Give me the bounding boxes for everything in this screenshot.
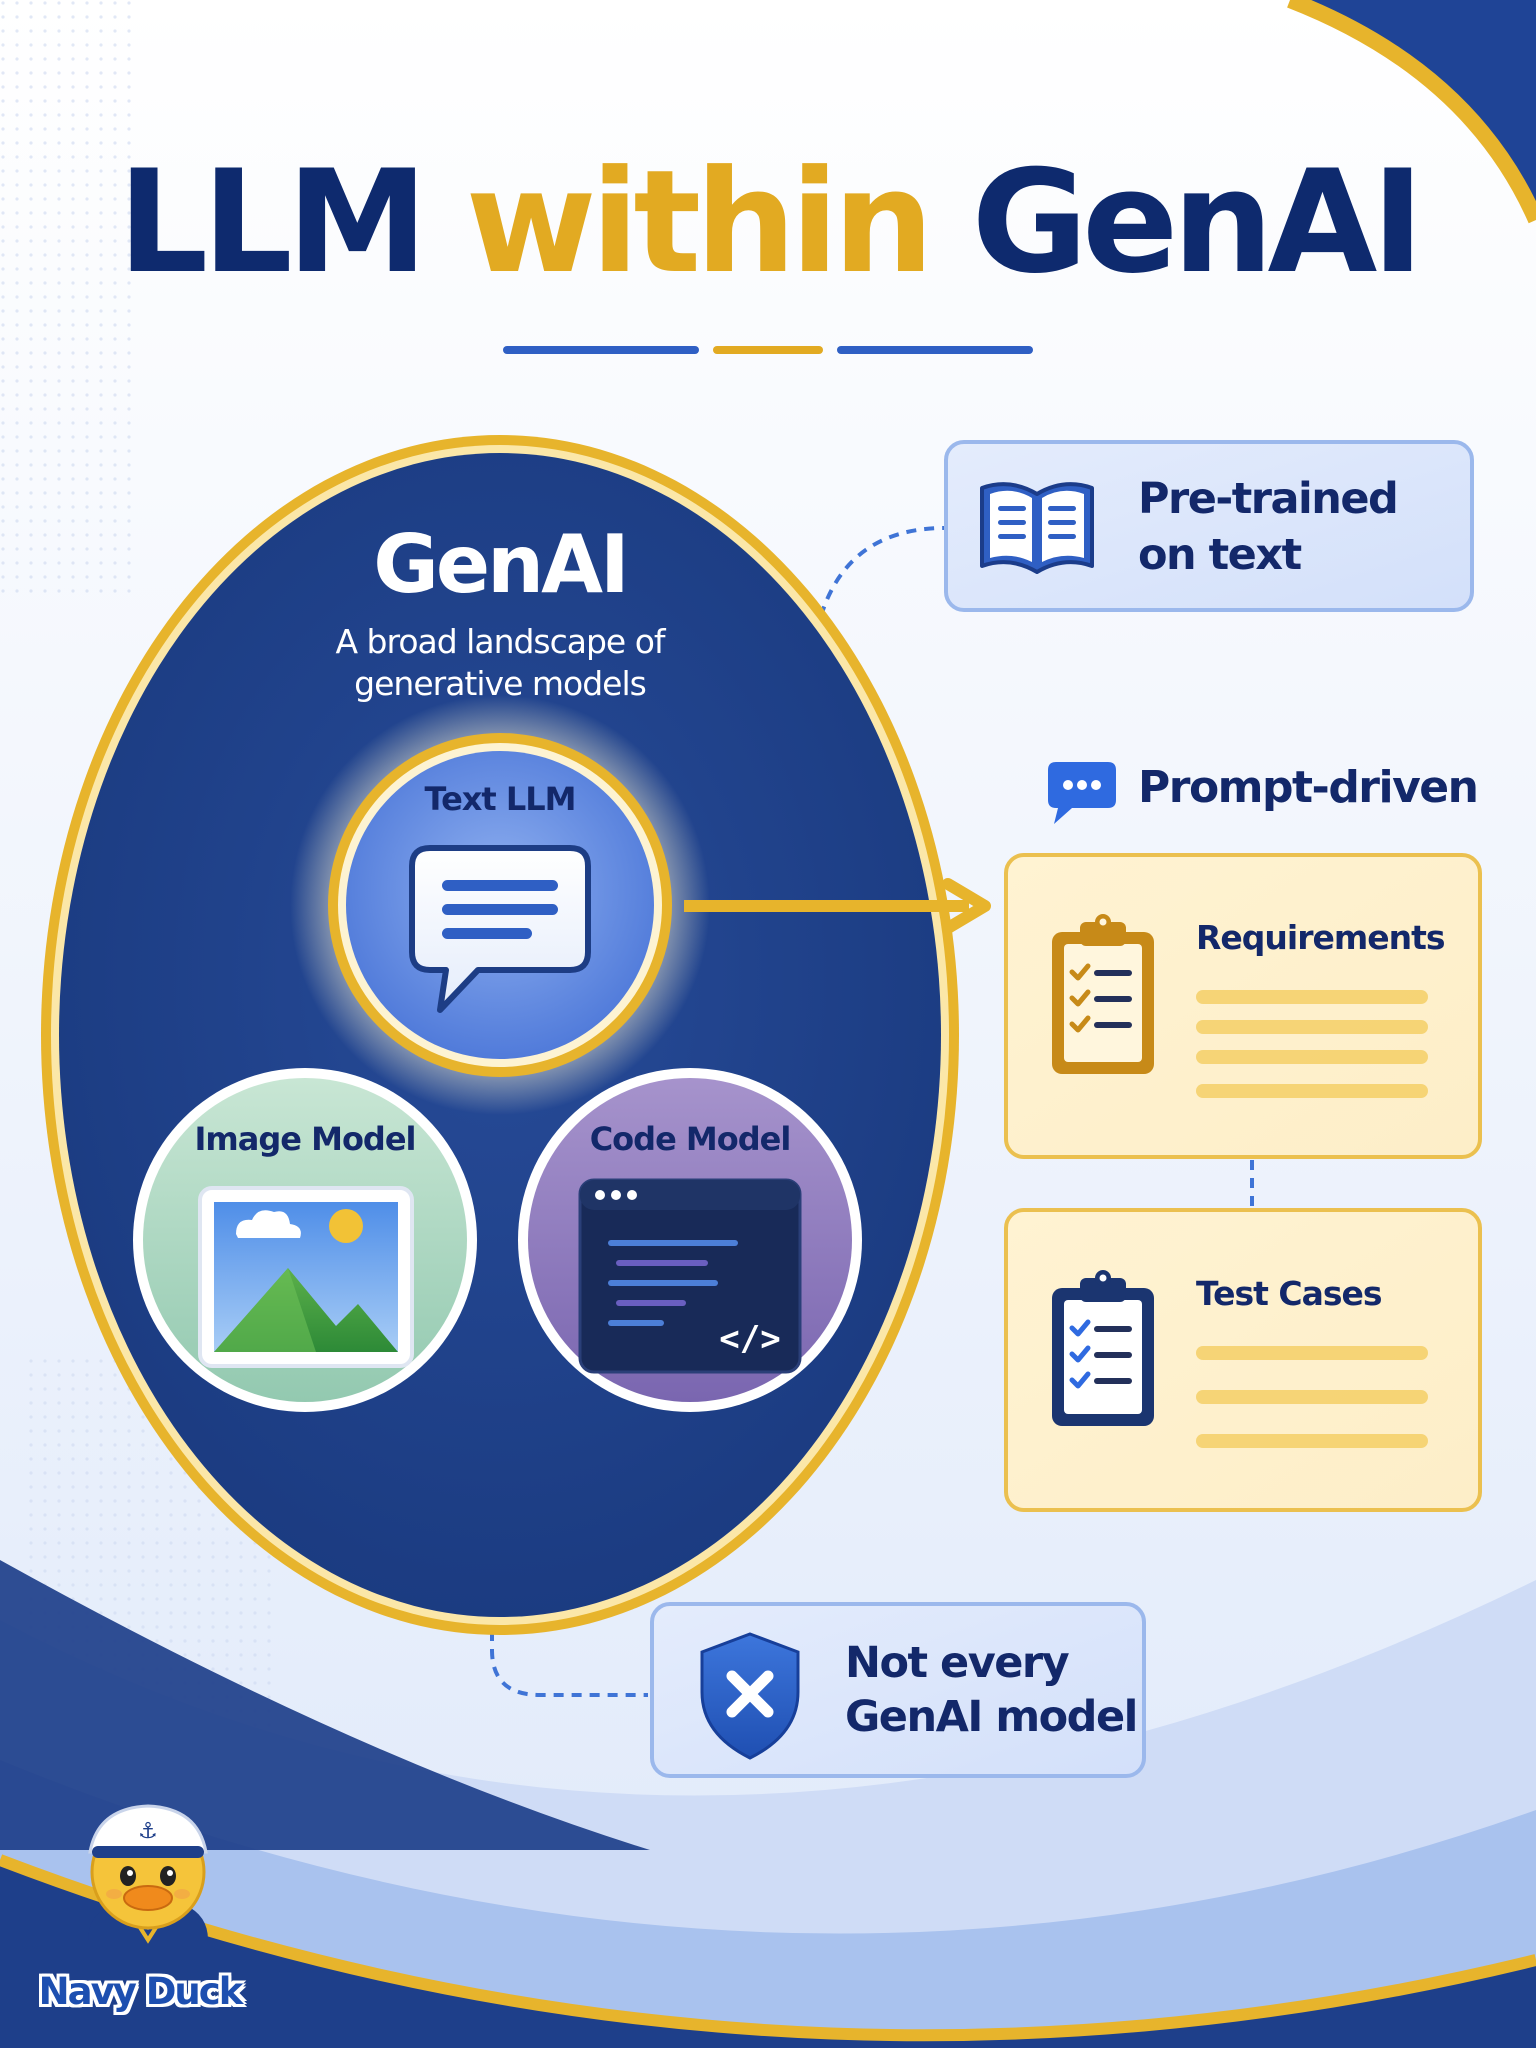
- shield-x-icon: [700, 1632, 800, 1760]
- pretrained-line2: on text: [1138, 530, 1302, 580]
- requirements-label: Requirements: [1196, 918, 1446, 957]
- image-model-label: Image Model: [194, 1120, 417, 1158]
- code-window-icon: </>: [578, 1178, 802, 1374]
- clipboard-checklist-icon: [1052, 914, 1154, 1074]
- clipboard-checklist-icon: [1052, 1270, 1154, 1426]
- text-llm-label: Text LLM: [424, 780, 577, 818]
- svg-text:</>: </>: [719, 1319, 780, 1359]
- genai-subtitle-line1: A broad landscape of: [335, 622, 665, 661]
- title-part-within: within: [465, 140, 934, 305]
- genai-title: GenAI: [373, 518, 630, 611]
- genai-subtitle-line2: generative models: [354, 664, 647, 703]
- speech-bubble-icon: [1048, 762, 1116, 824]
- code-model-label: Code Model: [589, 1120, 792, 1158]
- title-part-genai: GenAI: [928, 140, 1425, 305]
- svg-text:⚓: ⚓: [138, 1819, 158, 1844]
- not-every-line1: Not every: [845, 1638, 1070, 1688]
- test-cases-label: Test Cases: [1196, 1274, 1383, 1313]
- duck-mascot: ⚓: [88, 1804, 208, 1980]
- title-part-llm: LLM: [117, 140, 466, 305]
- prompt-driven-label: Prompt-driven: [1138, 762, 1479, 813]
- pretrained-line1: Pre-trained: [1138, 474, 1399, 524]
- brand-name: Navy Duck: [38, 1970, 244, 2013]
- chat-bubble-icon: [409, 845, 591, 1013]
- not-every-line2: GenAI model: [845, 1692, 1138, 1742]
- book-icon: [980, 482, 1094, 574]
- page-title: LLM within GenAI: [0, 140, 1536, 305]
- image-icon: [198, 1186, 414, 1368]
